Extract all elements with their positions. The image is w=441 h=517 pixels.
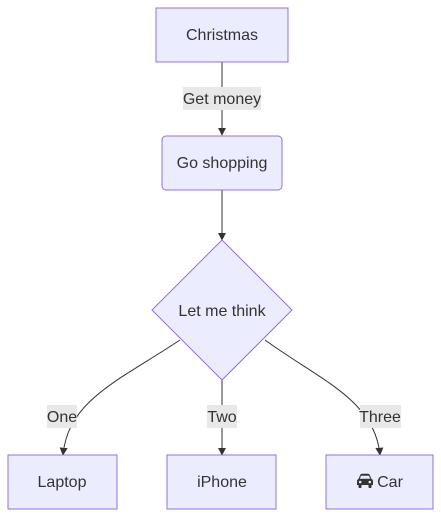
edge-label-background [207,405,237,428]
node-box [155,7,289,63]
edge-label-background [47,405,77,428]
edge-decision-to-laptop [59,339,181,456]
edge-label-text: One [47,409,77,426]
edge-label-text: Two [207,409,236,426]
edge-label-background [360,405,401,428]
node-box [166,454,277,510]
node-label: iPhone [197,474,247,491]
car-icon [357,473,373,488]
decision-diamond [151,239,293,381]
node-box [325,454,434,510]
node-label: Car [377,474,403,491]
edge-label-one: One [47,405,77,428]
edge-label-background [183,87,261,110]
node-label: Go shopping [177,155,268,172]
edges [59,62,384,456]
node-box [7,454,118,510]
node-let-me-think[interactable]: Let me think [151,239,293,381]
edge-label-text: Three [359,409,401,426]
edge-decision-to-car [264,339,384,456]
node-car[interactable]: Car [325,454,434,510]
edge-label-three: Three [359,405,401,428]
node-label: Laptop [38,474,87,491]
edge-label-two: Two [207,405,237,428]
edge-label-text: Get money [183,91,261,108]
node-iphone[interactable]: iPhone [166,454,277,510]
node-christmas[interactable]: Christmas [155,7,289,63]
node-label: Let me think [178,303,266,320]
node-laptop[interactable]: Laptop [7,454,118,510]
edge-label-get-money: Get money [183,87,261,110]
node-go-shopping[interactable]: Go shopping [161,135,283,191]
node-label: Christmas [186,27,258,44]
node-box [161,135,283,191]
